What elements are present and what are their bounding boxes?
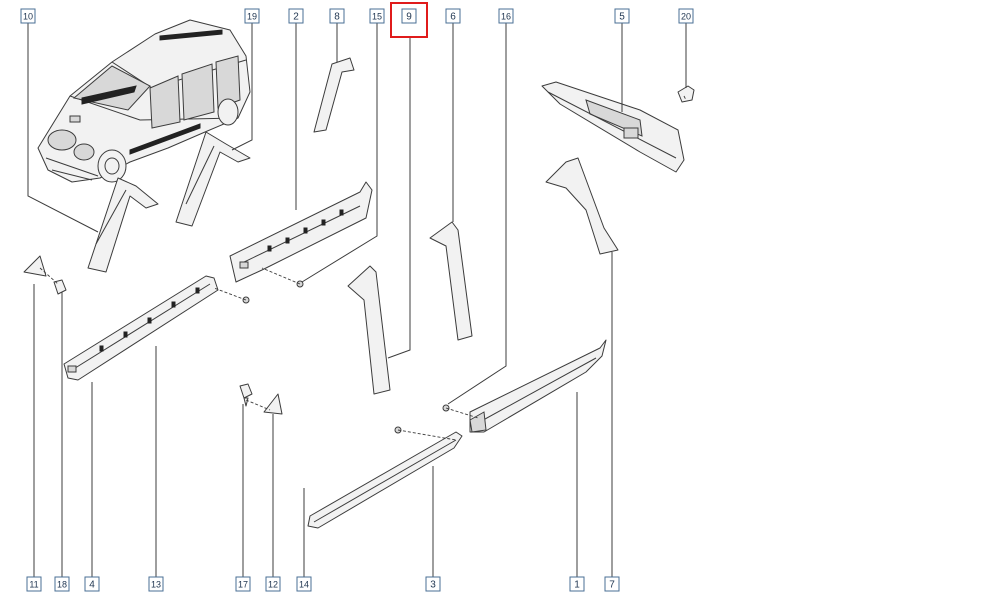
- part-1-rear-sill-moulding: [469, 339, 607, 433]
- callout-number: 17: [238, 580, 248, 590]
- callout-number: 4: [89, 580, 95, 591]
- callout-number: 18: [57, 580, 67, 590]
- callout-4: 4: [84, 576, 100, 592]
- part-8-trim: [313, 57, 355, 133]
- callout-number: 9: [406, 12, 412, 23]
- callout-1: 1: [569, 576, 585, 592]
- callout-number: 15: [372, 12, 382, 22]
- part-12-trim: [263, 393, 283, 415]
- callout-number: 8: [334, 12, 340, 23]
- callout-box: [54, 576, 70, 592]
- callout-10: 10: [20, 8, 36, 24]
- callout-number: 1: [574, 580, 580, 591]
- callout-number: 13: [151, 580, 161, 590]
- callout-box: [148, 576, 164, 592]
- callout-2: 2: [288, 8, 304, 24]
- part-11-trim: [23, 255, 47, 277]
- callout-number: 16: [501, 12, 511, 22]
- callout-box: [265, 576, 281, 592]
- callout-box: [498, 8, 514, 24]
- callout-box: [614, 8, 630, 24]
- callout-box: [369, 8, 385, 24]
- vehicle-illustration: [37, 19, 251, 183]
- callout-11: 11: [26, 576, 42, 592]
- callout-15: 15: [369, 8, 385, 24]
- part-19-trim: [175, 131, 251, 227]
- callout-8: 8: [329, 8, 345, 24]
- callout-box: [678, 8, 694, 24]
- callout-number: 10: [23, 12, 33, 22]
- callout-3: 3: [425, 576, 441, 592]
- part-2-front-door-moulding: [229, 181, 373, 283]
- callout-box: [569, 576, 585, 592]
- callout-number: 6: [450, 12, 456, 23]
- callout-12: 12: [265, 576, 281, 592]
- part-20-clip: [677, 85, 695, 103]
- assembly-guides: [39, 95, 687, 441]
- callout-number: 5: [619, 12, 625, 23]
- leader-lines: [27, 23, 687, 577]
- callout-13: 13: [148, 576, 164, 592]
- callout-number: 3: [430, 580, 436, 591]
- part-4-rear-door-moulding: [63, 275, 219, 381]
- callout-box: [235, 576, 251, 592]
- part-15-pillar-trim: [347, 265, 391, 395]
- callout-box: [329, 8, 345, 24]
- callout-box: [244, 8, 260, 24]
- callout-5: 5: [614, 8, 630, 24]
- callout-box: [20, 8, 36, 24]
- callout-box: [288, 8, 304, 24]
- callout-19: 19: [244, 8, 260, 24]
- callout-17: 17: [235, 576, 251, 592]
- part-5-tailgate-trim: [541, 81, 685, 173]
- part-18-clip: [53, 279, 67, 295]
- callout-number: 20: [681, 12, 691, 22]
- callout-16: 16: [498, 8, 514, 24]
- callout-14: 14: [296, 576, 312, 592]
- callout-box: [401, 8, 417, 24]
- part-17-clip: [239, 383, 253, 407]
- callout-number: 12: [268, 580, 278, 590]
- callout-number: 2: [293, 12, 299, 23]
- callout-number: 11: [29, 580, 38, 590]
- callout-number: 7: [609, 580, 615, 591]
- callout-box: [26, 576, 42, 592]
- callout-6: 6: [445, 8, 461, 24]
- part-10-trim: [87, 177, 159, 273]
- callout-18: 18: [54, 576, 70, 592]
- callout-7: 7: [604, 576, 620, 592]
- callout-number: 19: [247, 12, 257, 22]
- callout-box: [604, 576, 620, 592]
- callout-box: [445, 8, 461, 24]
- callout-9: 9: [390, 2, 428, 38]
- part-6-pillar-trim: [429, 221, 473, 341]
- part-7-rear-pillar-trim: [545, 157, 619, 255]
- highlight-frame: [390, 2, 428, 38]
- callout-box: [296, 576, 312, 592]
- callout-20: 20: [678, 8, 694, 24]
- callout-number: 14: [299, 580, 309, 590]
- callout-box: [84, 576, 100, 592]
- callout-box: [425, 576, 441, 592]
- part-3-front-sill-moulding: [307, 431, 463, 529]
